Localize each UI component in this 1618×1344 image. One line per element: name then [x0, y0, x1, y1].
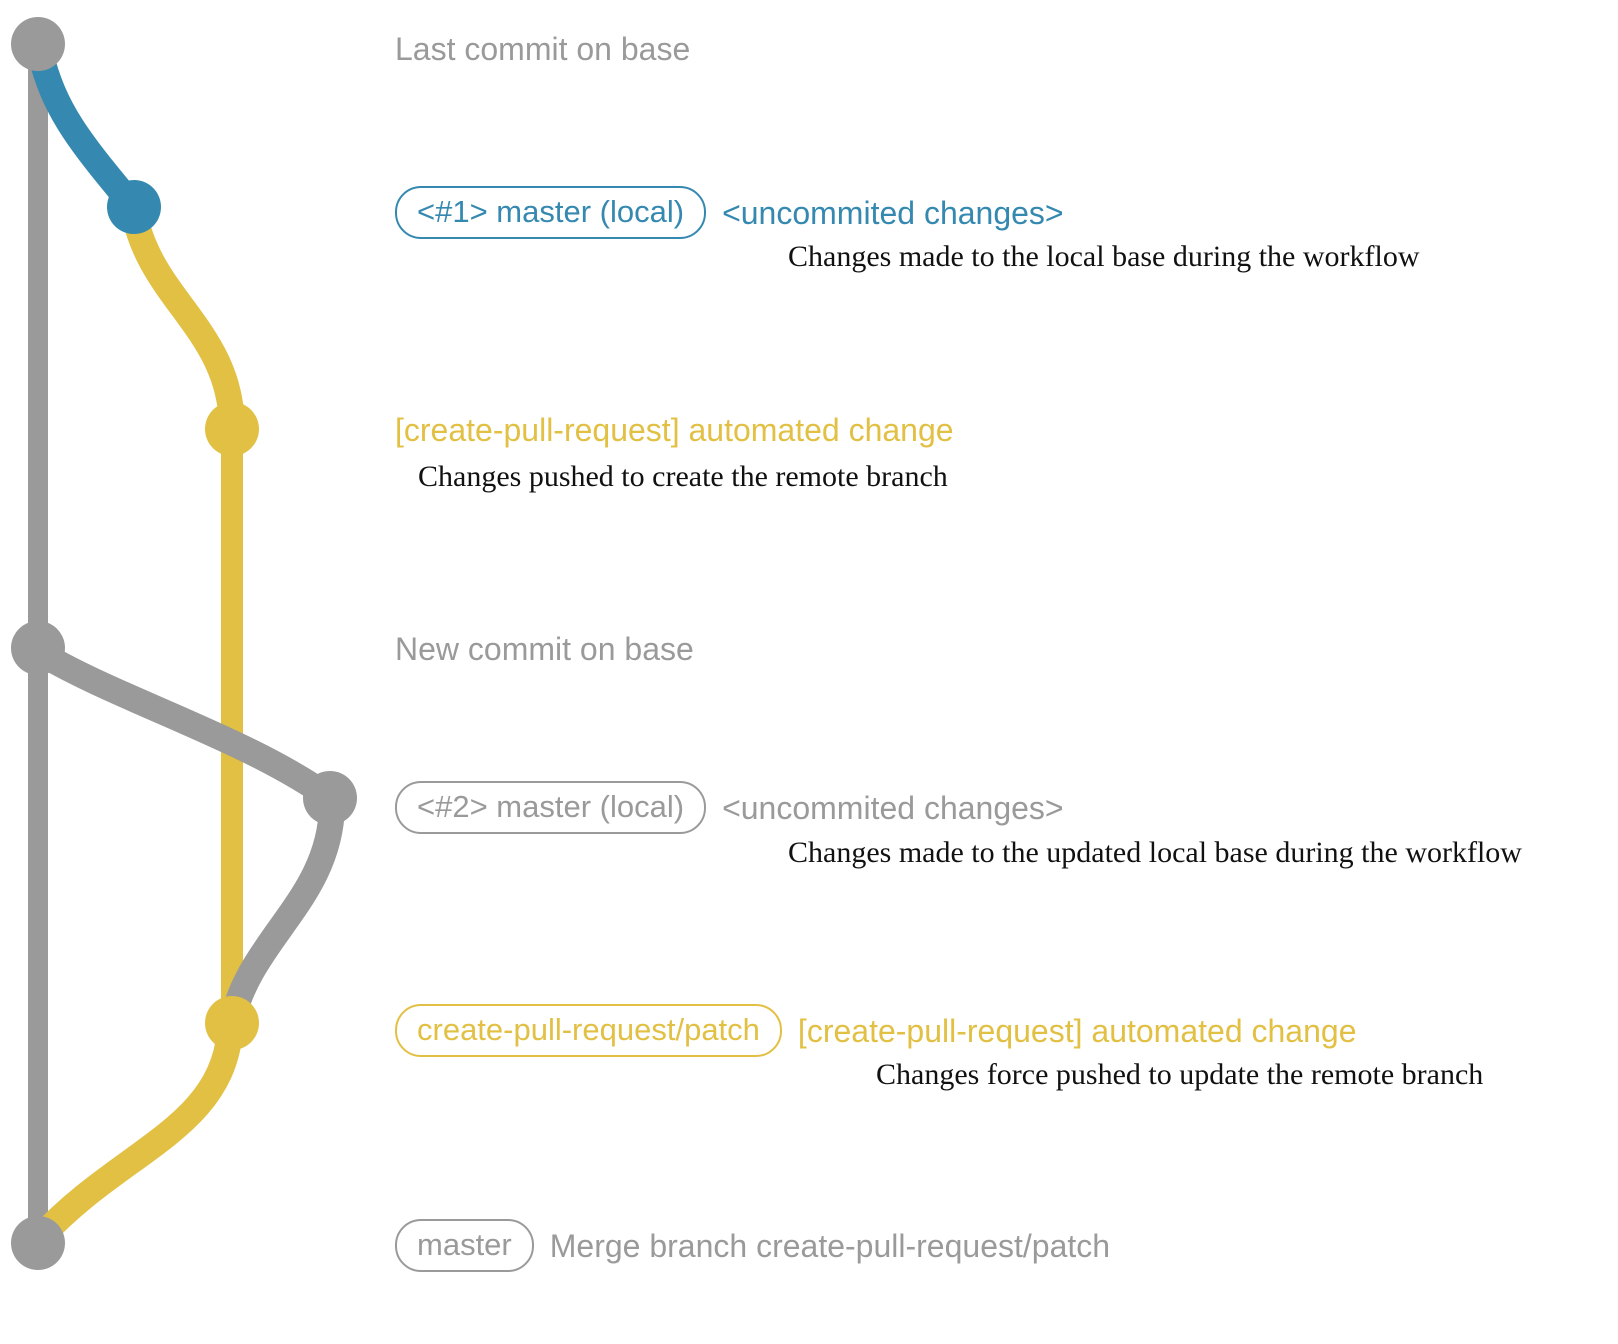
commit-description-local-2: Changes made to the updated local base d… — [788, 836, 1522, 869]
commit-row-last-commit-on-base: Last commit on base — [395, 31, 691, 67]
edge-base-to-local-2 — [31, 642, 343, 811]
commit-row-automated-change-1: [create-pull-request] automated change — [395, 412, 954, 448]
commit-description-local-1: Changes made to the local base during th… — [788, 240, 1420, 273]
commit-row-master-merge: master Merge branch create-pull-request/… — [395, 1219, 1110, 1272]
commit-message-local-1: <uncommited changes> — [722, 194, 1064, 231]
branch-badge-local-2[interactable]: <#2> master (local) — [395, 781, 707, 834]
edge-base-to-local-1 — [27, 39, 147, 220]
commit-row-local-2: <#2> master (local) <uncommited changes> — [395, 781, 1064, 834]
commit-node-patch-branch[interactable] — [205, 996, 259, 1050]
commit-message-patch-branch: [create-pull-request] automated change — [797, 1012, 1357, 1049]
commit-description-automated-change-1: Changes pushed to create the remote bran… — [418, 460, 948, 493]
commit-node-automated-change-1[interactable] — [205, 402, 259, 456]
commit-node-local-2[interactable] — [303, 771, 357, 825]
branch-badge-master[interactable]: master — [395, 1219, 534, 1272]
commit-node-last-commit-on-base[interactable] — [11, 17, 65, 71]
branch-badge-patch[interactable]: create-pull-request/patch — [395, 1004, 782, 1057]
commit-message-last-commit-on-base: Last commit on base — [395, 31, 691, 67]
commit-node-new-commit-on-base[interactable] — [11, 621, 65, 675]
edge-patch-2-to-master — [27, 1017, 243, 1251]
commit-message-new-commit-on-base: New commit on base — [395, 631, 694, 667]
commit-message-automated-change-1: [create-pull-request] automated change — [395, 412, 954, 448]
commit-description-patch-branch: Changes force pushed to update the remot… — [876, 1058, 1484, 1091]
commit-node-master-merge[interactable] — [11, 1216, 65, 1270]
branch-badge-local-1[interactable]: <#1> master (local) — [395, 186, 707, 239]
commit-message-master-merge: Merge branch create-pull-request/patch — [549, 1227, 1111, 1264]
commit-row-local-1: <#1> master (local) <uncommited changes> — [395, 186, 1064, 239]
commit-message-local-2: <uncommited changes> — [722, 789, 1064, 826]
edge-local-1-to-patch-1 — [121, 199, 245, 442]
commit-node-local-1[interactable] — [107, 180, 161, 234]
commit-row-patch-branch: create-pull-request/patch [create-pull-r… — [395, 1004, 1356, 1057]
commit-row-new-commit-on-base: New commit on base — [395, 631, 694, 667]
edge-local-2-to-patch-2 — [219, 793, 345, 1036]
